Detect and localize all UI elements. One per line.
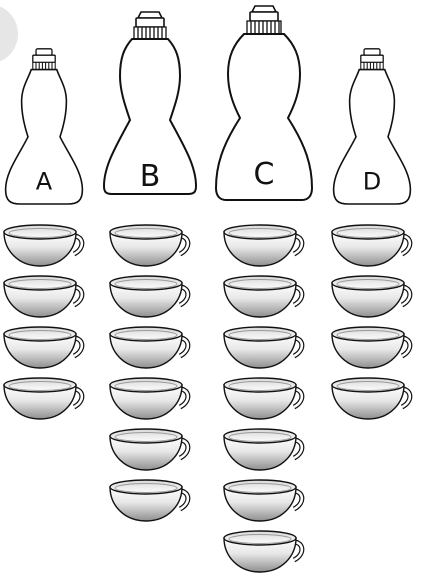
cup-c-1: [224, 225, 302, 266]
cup-b-2: [110, 276, 188, 317]
cup-b-1: [110, 225, 188, 266]
bottle-c-label: C: [254, 157, 275, 192]
bottle-b-label: B: [140, 159, 161, 194]
cup-c-2: [224, 276, 302, 317]
cup-a-2: [4, 276, 82, 317]
bottle-d-label: D: [363, 168, 381, 196]
cup-b-5: [110, 429, 188, 470]
bottle-a: A: [6, 49, 83, 204]
cup-d-3: [332, 327, 410, 368]
bottle-c-cap: [247, 6, 281, 34]
corner-circle: [0, 4, 18, 64]
bottle-a-label: A: [36, 168, 53, 196]
cup-d-4: [332, 378, 410, 419]
cup-a-1: [4, 225, 82, 266]
bottle-d: D: [334, 49, 411, 204]
cup-b-6: [110, 480, 188, 521]
cup-c-6: [224, 480, 302, 521]
cup-a-3: [4, 327, 82, 368]
cup-b-3: [110, 327, 188, 368]
cup-c-3: [224, 327, 302, 368]
bottle-b: B: [104, 12, 196, 194]
cup-c-5: [224, 429, 302, 470]
cup-a-4: [4, 378, 82, 419]
cup-d-2: [332, 276, 410, 317]
cup-d-1: [332, 225, 410, 266]
bottle-b-cap: [134, 12, 166, 39]
bottle-d-cap: [361, 49, 383, 70]
cup-b-4: [110, 378, 188, 419]
bottle-a-cap: [33, 49, 55, 70]
cups-layer: [4, 225, 410, 572]
bottle-c: C: [216, 6, 312, 200]
cup-c-4: [224, 378, 302, 419]
cup-c-7: [224, 531, 302, 572]
